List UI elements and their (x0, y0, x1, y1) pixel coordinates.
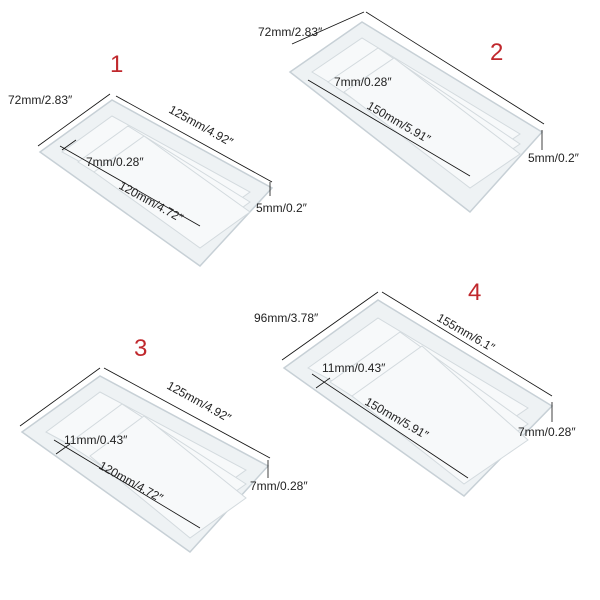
mold-1-depth: 5mm/0.2″ (256, 201, 308, 215)
mold-1: 1 72mm/2.83″ 125mm/4.92″ 7mm/0.28″ 120mm… (8, 51, 308, 267)
dimension-line (115, 95, 273, 183)
dimension-line (55, 443, 71, 455)
mold-3-number: 3 (134, 335, 147, 362)
mold-2-grooves (311, 37, 521, 189)
mold-1-grooves (61, 115, 251, 249)
mold-groove (89, 415, 247, 539)
mold-4-width: 96mm/3.78″ (254, 311, 319, 325)
mold-2-groove-width: 7mm/0.28″ (334, 75, 392, 89)
dimension-line (103, 367, 271, 459)
mold-2-number: 2 (490, 39, 503, 66)
dimension-line (311, 373, 469, 479)
dimension-line (281, 291, 379, 361)
dimension-line (61, 139, 77, 151)
dimension-line (37, 93, 111, 147)
mold-4-grooves (307, 317, 529, 485)
mold-2-width: 72mm/2.83″ (258, 25, 323, 39)
mold-3: 3 125mm/4.92″ 11mm/0.43″ 120mm/4.72″ 7mm… (19, 335, 308, 553)
mold-4-groove-width: 11mm/0.43″ (322, 361, 386, 375)
mold-1-width: 72mm/2.83″ (8, 93, 73, 107)
mold-2: 2 72mm/2.83″ 7mm/0.28″ 150mm/5.91″ 5mm/0… (258, 11, 580, 214)
dimension-line (307, 79, 471, 177)
dimension-line (381, 291, 553, 397)
dimension-line (291, 11, 365, 45)
mold-3-depth: 7mm/0.28″ (250, 479, 308, 493)
dimension-line (365, 11, 545, 125)
mold-groove (343, 57, 521, 189)
dimension-line (315, 377, 331, 389)
mold-3-grooves (45, 391, 247, 539)
dimension-line (59, 145, 201, 227)
mold-4-number: 4 (468, 279, 481, 306)
mold-3-groove-width: 11mm/0.43″ (64, 433, 128, 447)
mold-1-groove-width: 7mm/0.28″ (86, 155, 144, 169)
mold-4: 4 96mm/3.78″ 155mm/6.1″ 11mm/0.43″ 150mm… (254, 279, 576, 497)
mold-groove (93, 135, 251, 249)
mold-groove (351, 345, 529, 485)
mold-1-number: 1 (110, 51, 123, 78)
mold-2-depth: 5mm/0.2″ (528, 151, 580, 165)
dimension-line (19, 367, 101, 427)
dimension-line (53, 439, 201, 529)
mold-4-depth: 7mm/0.28″ (518, 425, 576, 439)
